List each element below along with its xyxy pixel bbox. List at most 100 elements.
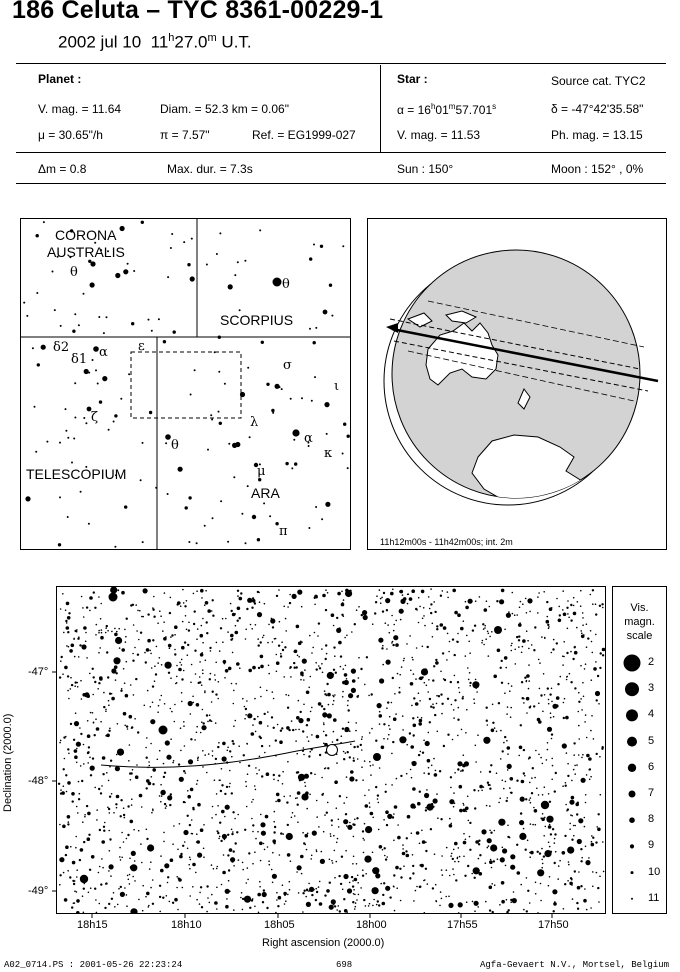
detail-star — [230, 633, 234, 638]
finder-star — [258, 463, 261, 466]
detail-star — [457, 860, 460, 863]
detail-star — [465, 901, 468, 903]
detail-star — [454, 772, 456, 774]
detail-star — [230, 828, 233, 831]
detail-star — [95, 623, 98, 626]
detail-star — [354, 905, 357, 908]
detail-star — [583, 898, 587, 903]
detail-star — [214, 679, 217, 681]
detail-star — [365, 873, 368, 875]
detail-star — [275, 792, 280, 797]
finder-star — [275, 522, 279, 526]
detail-star — [464, 874, 467, 877]
detail-star — [219, 627, 223, 630]
detail-star — [516, 871, 521, 875]
detail-star — [465, 810, 468, 813]
detail-star — [567, 762, 569, 765]
detail-star — [101, 840, 105, 844]
detail-star — [390, 701, 393, 704]
detail-star — [574, 824, 576, 827]
detail-star — [501, 750, 504, 753]
detail-star — [249, 623, 252, 626]
detail-star — [263, 848, 266, 851]
detail-star — [388, 715, 391, 718]
planet-vmag: V. mag. = 11.64 — [38, 102, 122, 116]
detail-star — [420, 668, 429, 676]
detail-star — [344, 636, 346, 639]
detail-star — [291, 812, 294, 814]
detail-star — [543, 786, 546, 788]
bright-star — [322, 309, 328, 315]
detail-star — [561, 851, 566, 855]
detail-star — [537, 612, 539, 614]
detail-star — [591, 589, 595, 592]
detail-star — [400, 876, 403, 879]
finder-star — [310, 399, 313, 402]
detail-star — [107, 629, 109, 632]
detail-star — [539, 882, 542, 885]
detail-star — [569, 881, 573, 886]
detail-star — [181, 678, 184, 681]
detail-star — [346, 911, 349, 913]
finder-star — [285, 461, 289, 466]
detail-star — [591, 715, 593, 717]
detail-star — [363, 760, 366, 762]
detail-star — [154, 665, 156, 667]
detail-star — [424, 792, 430, 799]
detail-star — [113, 657, 121, 665]
detail-star — [241, 861, 244, 864]
detail-star — [599, 875, 601, 878]
footer-file: A02_0714.PS : 2001-05-26 22:23:24 — [4, 960, 183, 970]
detail-star — [448, 824, 453, 828]
detail-star — [221, 833, 227, 840]
detail-star — [483, 736, 491, 744]
detail-star — [395, 643, 399, 647]
detail-star — [423, 879, 425, 882]
detail-star — [592, 738, 595, 740]
detail-star — [327, 767, 330, 770]
detail-star — [336, 762, 338, 764]
detail-star — [411, 589, 416, 593]
detail-star — [65, 774, 68, 777]
detail-star — [383, 819, 385, 821]
detail-star — [196, 779, 199, 782]
finder-star — [98, 316, 101, 318]
detail-star — [375, 785, 378, 789]
detail-star — [70, 676, 72, 679]
detail-star — [188, 863, 190, 866]
detail-star — [378, 767, 381, 769]
finder-star — [259, 229, 262, 232]
detail-star — [571, 878, 573, 880]
detail-star — [482, 623, 485, 626]
detail-star — [486, 781, 490, 784]
detail-star — [233, 909, 235, 911]
detail-star — [162, 896, 165, 899]
detail-star — [284, 646, 287, 649]
detail-star — [469, 821, 472, 825]
detail-star — [595, 699, 598, 702]
detail-star — [383, 882, 386, 885]
detail-star — [416, 885, 418, 888]
detail-star — [126, 905, 128, 907]
finder-star — [248, 436, 251, 439]
detail-star — [257, 644, 260, 647]
detail-star — [566, 676, 568, 678]
detail-star — [435, 900, 438, 903]
detail-star — [590, 640, 593, 643]
detail-star — [402, 844, 404, 846]
detail-star — [576, 764, 578, 766]
detail-star — [188, 823, 192, 827]
detail-star — [346, 825, 348, 827]
detail-star — [534, 881, 537, 884]
detail-star — [81, 644, 87, 650]
detail-star — [524, 597, 527, 600]
detail-star — [475, 761, 477, 763]
detail-star — [425, 841, 427, 844]
detail-star — [445, 846, 448, 849]
finder-star — [124, 505, 128, 509]
detail-star — [207, 897, 209, 899]
detail-star — [274, 637, 277, 640]
detail-star — [446, 659, 448, 661]
finder-star — [215, 253, 218, 255]
detail-star — [540, 899, 542, 902]
